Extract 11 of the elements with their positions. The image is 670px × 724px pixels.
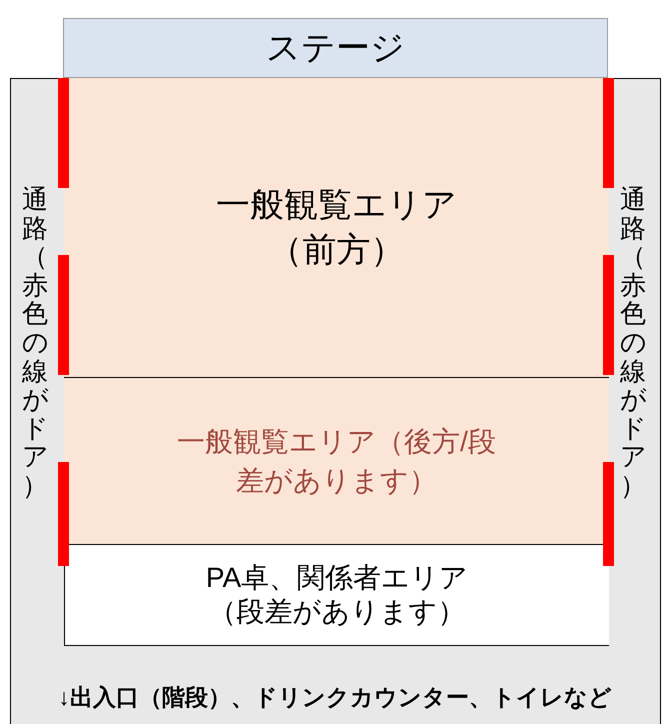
aisle-label: 通路（赤色の線がドア）	[620, 185, 646, 500]
rear-audience-area	[64, 377, 609, 544]
exit-note: ↓出入口（階段）、ドリンクカウンター、トイレなど	[57, 683, 613, 712]
pa-staff-area	[64, 544, 609, 646]
hall-floor	[10, 78, 661, 724]
stage-area	[63, 18, 608, 78]
area-label: ステージ	[266, 28, 405, 68]
area-label: PA卓、関係者エリア（段差があります）	[204, 561, 470, 629]
area-label: 一般観覧エリア（後方/段差があります）	[176, 424, 497, 498]
aisle-label: 通路（赤色の線がドア）	[22, 185, 48, 500]
area-label: 一般観覧エリア（前方）	[215, 185, 458, 270]
